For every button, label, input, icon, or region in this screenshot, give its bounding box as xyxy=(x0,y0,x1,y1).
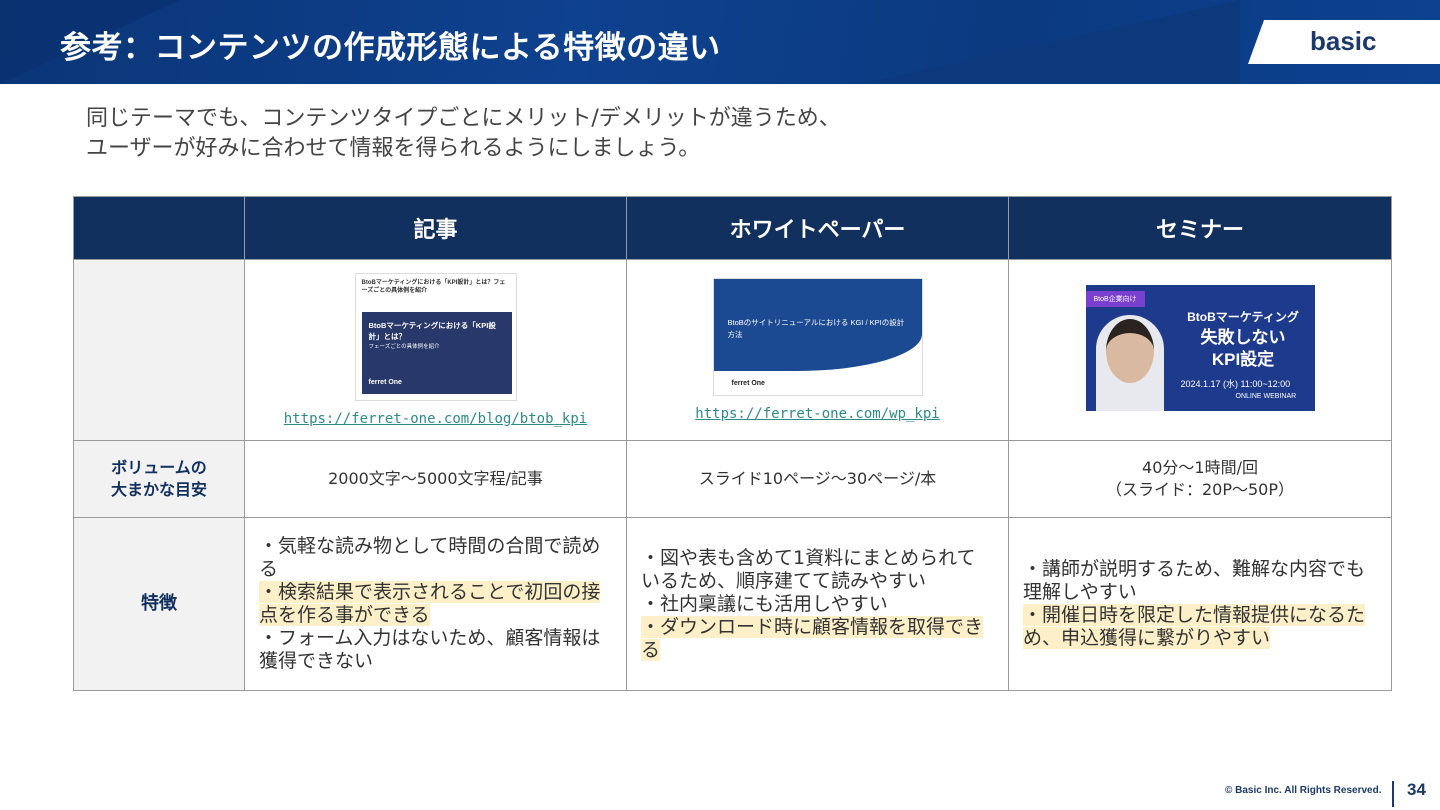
column-header-seminar: セミナー xyxy=(1008,196,1392,260)
article-link[interactable]: https://ferret-one.com/blog/btob_kpi xyxy=(283,411,588,427)
article-thumbnail: BtoBマーケティングにおける「KPI設計」とは？フェーズごとの具体例を紹介 B… xyxy=(354,273,517,401)
seminar-volume: 40分〜1時間/回（スライド：20P〜50P） xyxy=(1008,440,1392,518)
row-header-volume: ボリュームの 大まかな目安 xyxy=(73,440,245,518)
page-title: 参考：コンテンツの作成形態による特徴の違い xyxy=(60,30,721,66)
article-features: ・気軽な読み物として時間の合間で読める ・検索結果で表示されることで初回の接点を… xyxy=(244,517,627,691)
row-header-empty xyxy=(73,259,245,441)
whitepaper-features: ・図や表も含めて1資料にまとめられているため、順序建てて読みやすい ・社内稟議に… xyxy=(626,517,1009,691)
whitepaper-link[interactable]: https://ferret-one.com/wp_kpi xyxy=(695,406,940,422)
footer-divider xyxy=(1392,781,1394,807)
whitepaper-thumbnail: BtoBのサイトリニューアルにおける KGI / KPIの設計方法 ferret… xyxy=(712,278,923,396)
header-bar: 参考：コンテンツの作成形態による特徴の違い basic xyxy=(0,0,1440,84)
whitepaper-example-cell: BtoBのサイトリニューアルにおける KGI / KPIの設計方法 ferret… xyxy=(626,259,1009,441)
column-header-empty xyxy=(73,196,245,260)
article-volume: 2000文字〜5000文字程/記事 xyxy=(244,440,627,518)
basic-logo: basic xyxy=(1248,20,1440,64)
comparison-table: 記事 ホワイトペーパー セミナー BtoBマーケティングにおける「KPI設計」と… xyxy=(73,196,1392,691)
row-header-features: 特徴 xyxy=(73,517,245,691)
copyright: © Basic Inc. All Rights Reserved. xyxy=(1225,785,1382,796)
column-header-article: 記事 xyxy=(244,196,627,260)
whitepaper-volume: スライド10ページ〜30ページ/本 xyxy=(626,440,1009,518)
article-example-cell: BtoBマーケティングにおける「KPI設計」とは？フェーズごとの具体例を紹介 B… xyxy=(244,259,627,441)
page-number: 34 xyxy=(1407,780,1426,799)
column-header-whitepaper: ホワイトペーパー xyxy=(626,196,1009,260)
lead-text: 同じテーマでも、コンテンツタイプごとにメリット/デメリットが違うため、 ユーザー… xyxy=(86,106,841,161)
seminar-features: ・講師が説明するため、難解な内容でも理解しやすい ・開催日時を限定した情報提供に… xyxy=(1008,517,1392,691)
speaker-photo xyxy=(1095,315,1164,411)
